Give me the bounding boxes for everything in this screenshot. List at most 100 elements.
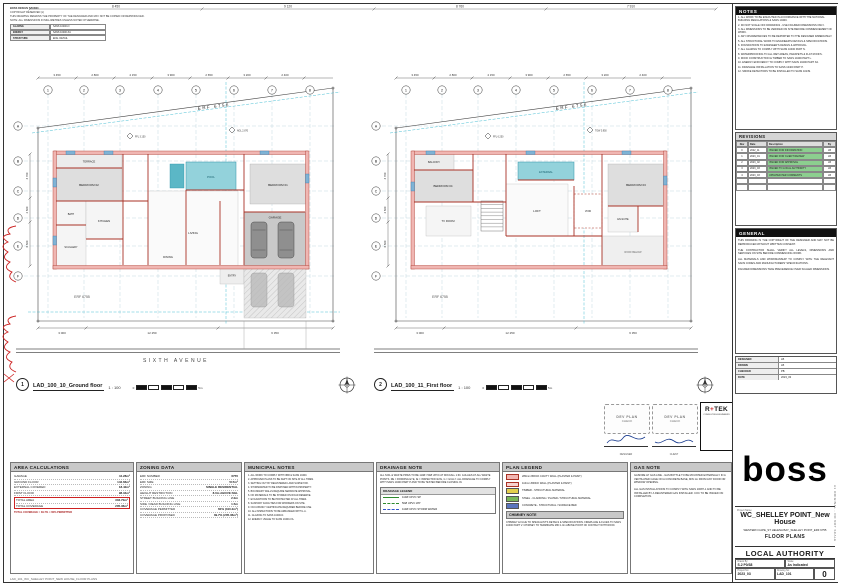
level-markers: FFL 6.250 TOW 5.950 xyxy=(484,126,607,140)
drainage-legend: DRAINAGE LEGEND 110Ø UPVC SP 50Ø UPVC WP… xyxy=(380,487,496,514)
svg-text:1: 1 xyxy=(47,88,49,92)
svg-text:7 910: 7 910 xyxy=(627,5,635,9)
walls xyxy=(410,150,668,270)
view-number-badge: 1 xyxy=(16,378,29,391)
window-markers xyxy=(410,150,668,192)
signature-block: CLIENT xyxy=(652,434,696,456)
notes-box: NOTES 1. ALL WORK TO BE EXECUTED IN ACCO… xyxy=(735,6,837,130)
svg-text:6 500: 6 500 xyxy=(25,240,29,247)
svg-text:8 450: 8 450 xyxy=(112,5,120,9)
svg-text:4: 4 xyxy=(157,88,159,92)
project-location: WESTERN CAPE_ST HELENA BAY_SHELLEY POINT… xyxy=(743,527,827,532)
project-name-label: Project Name: xyxy=(737,508,753,512)
sheet-footer: LAD_101_WC_SHELLEY POINT_NEW HOUSE_FLOOR… xyxy=(10,577,98,581)
grid-bubbles-top: 1 2 3 4 5 6 7 8 xyxy=(43,85,315,95)
svg-text:NGL 2.870: NGL 2.870 xyxy=(237,131,249,133)
erf-site-label: ERF 6755 xyxy=(432,295,448,299)
svg-text:2: 2 xyxy=(83,88,85,92)
corner-table-key: STRUCTURE xyxy=(10,35,50,42)
street xyxy=(374,348,698,353)
panel-title: ZONING DATA xyxy=(137,463,241,472)
window-markers xyxy=(52,150,310,246)
svg-text:D: D xyxy=(17,216,20,220)
drawn-by-field: Drawn By:S.2 P0/38 xyxy=(735,559,785,569)
north-arrow-icon xyxy=(696,376,714,394)
svg-text:3 000: 3 000 xyxy=(416,331,424,335)
site-boundary xyxy=(394,86,693,323)
room-label: LIVING xyxy=(188,231,199,235)
car-ghost xyxy=(250,272,268,308)
project-name: WC_SHELLEY POINT_New House xyxy=(740,511,830,527)
room-label: BALCONY xyxy=(428,161,440,164)
plan-first-floor: ERF 6756 xyxy=(371,73,699,353)
svg-text:7: 7 xyxy=(271,88,273,92)
grid-bubbles-top: 1 2 3 4 5 6 7 8 xyxy=(401,85,673,95)
svg-text:8 760: 8 760 xyxy=(456,5,464,9)
street: SIXTH AVENUE xyxy=(16,321,340,364)
svg-text:2 650: 2 650 xyxy=(205,73,213,77)
cars xyxy=(250,221,295,308)
corner-table-key: ENERGY xyxy=(10,29,50,36)
dimensions-bottom: 3 000 12 250 6 350 xyxy=(394,326,693,335)
scale-bar: 0 5m xyxy=(482,385,553,390)
municipal-notes-panel: MUNICIPAL NOTES 1. ALL WORK TO COMPLY WI… xyxy=(244,462,374,574)
svg-text:2 400: 2 400 xyxy=(639,73,647,77)
corner-table-val: ENG. DETAIL xyxy=(50,35,106,42)
svg-text:2 800: 2 800 xyxy=(449,73,457,77)
corner-notes-block: BOSS DESIGN STUDIO COPYRIGHT RESERVED (c… xyxy=(10,7,160,42)
corner-table-val: SANS 10400-N xyxy=(50,23,106,30)
svg-text:3 000: 3 000 xyxy=(58,331,66,335)
svg-text:6 500: 6 500 xyxy=(383,240,387,247)
erf-boundary-label: ERF 6756 xyxy=(555,102,588,111)
svg-text:F: F xyxy=(375,274,377,278)
room-pool xyxy=(185,161,237,191)
svg-text:3: 3 xyxy=(477,88,479,92)
svg-text:TOW 5.950: TOW 5.950 xyxy=(595,131,607,133)
corner-line: BOSS DESIGN STUDIO xyxy=(10,7,39,10)
corner-table-key: GLAZING xyxy=(10,23,50,30)
svg-text:B: B xyxy=(17,159,20,163)
room-label: EXTERNAL xyxy=(539,170,553,174)
svg-text:3 450: 3 450 xyxy=(53,73,61,77)
services-lines xyxy=(389,82,699,324)
panel-title: DRAINAGE NOTE xyxy=(377,463,499,472)
svg-text:4 700: 4 700 xyxy=(383,172,387,179)
svg-text:6: 6 xyxy=(591,88,593,92)
firm-logo: boss xyxy=(742,450,828,489)
signature-icon xyxy=(604,434,648,447)
level-markers: FFL 3.150 NGL 2.870 xyxy=(126,126,249,140)
svg-text:A: A xyxy=(17,124,20,128)
wall-single-swatch xyxy=(506,481,519,487)
corner-line: NOTE: ALL DIMENSIONS IN MILLIMETRES UNLE… xyxy=(10,18,100,22)
panel-title: PLAN LEGEND xyxy=(503,463,627,472)
plan-check-stamp: DEV PLAN CHECK xyxy=(652,404,698,434)
svg-text:3 200: 3 200 xyxy=(243,73,251,77)
room-ensuite3 xyxy=(607,205,639,233)
view-title-first: 2 LAD_100_11_First floor 1 : 100 0 5m xyxy=(374,378,694,391)
room-labels: BALCONY BEDROOM 04 EXTERNAL TV ROOM LOFT… xyxy=(428,161,646,299)
svg-text:12 250: 12 250 xyxy=(147,331,157,335)
room-labels: TERRACE BEDROOM 02 BATH SCULLERY KITCHEN… xyxy=(64,160,288,300)
sheet-name: FLOOR PLANS xyxy=(764,533,806,540)
plan-legend-panel: PLAN LEGEND 280mm BRICK CAVITY WALL (PLA… xyxy=(502,462,628,574)
svg-text:8: 8 xyxy=(309,88,311,92)
authority-label: LOCAL AUTHORITY xyxy=(735,546,835,558)
view-title-text: LAD_100_10_Ground floor xyxy=(33,383,105,391)
gas-note-panel: GAS NOTE GASFIRE LP GAS LINE - GAS BOTTL… xyxy=(630,462,732,574)
room-label: BEDROOM 02 xyxy=(79,183,99,187)
signature-icon xyxy=(652,434,696,447)
services-lines xyxy=(28,82,341,324)
rooms-ground xyxy=(55,153,307,319)
signature-block: DESIGNER xyxy=(604,434,648,456)
room-label: EN-SUITE xyxy=(617,218,629,221)
svg-text:3 450: 3 450 xyxy=(411,73,419,77)
sheet-edge-note: A1 ORIGINAL - DO NOT SCALE xyxy=(833,485,837,542)
timber-swatch xyxy=(506,488,519,494)
svg-text:2 500: 2 500 xyxy=(383,206,387,213)
room-label: POOL xyxy=(207,175,215,179)
